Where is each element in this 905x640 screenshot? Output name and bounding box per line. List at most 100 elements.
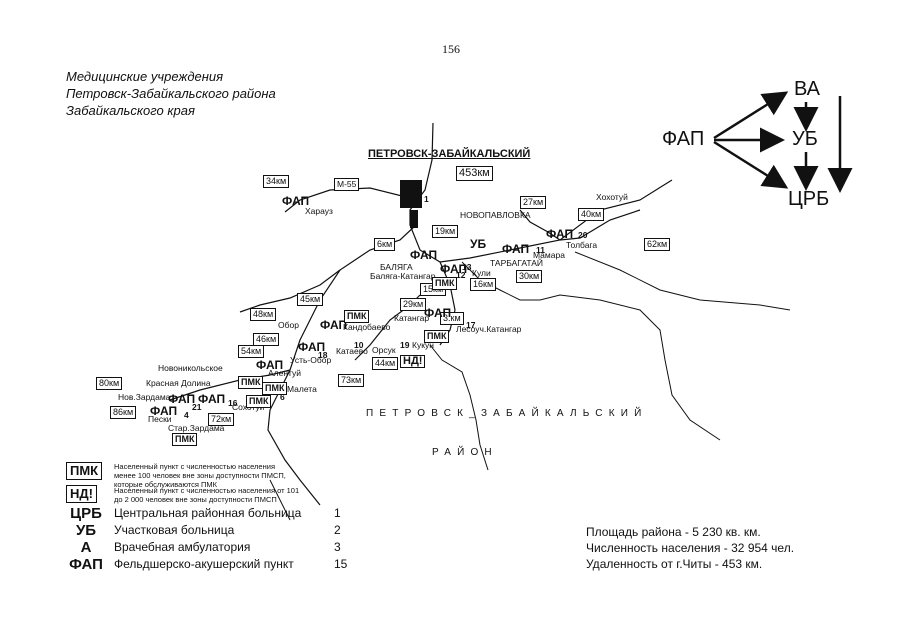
distance-box: 73км xyxy=(338,374,365,387)
fap-marker: ФАП xyxy=(502,242,530,256)
pmk-marker: ПМК xyxy=(424,330,450,343)
num-18: 18 xyxy=(318,350,328,360)
pmk-marker: ПМК xyxy=(262,382,288,395)
fap-marker: ФАП xyxy=(440,262,468,276)
settlement-label: БАЛЯГА xyxy=(380,262,413,272)
fap-marker: ФАП xyxy=(282,194,310,208)
district-stats: Площадь района - 5 230 кв. км. Численнос… xyxy=(586,524,794,572)
settlement-label: НОВОПАВЛОВКА xyxy=(460,210,531,220)
title-line-1: Медицинские учреждения xyxy=(66,69,224,84)
diagram-crb: ЦРБ xyxy=(788,188,830,210)
settlement-label: Хохотуй xyxy=(596,192,628,202)
fap-marker: ФАП xyxy=(410,248,438,262)
settlement-label: Кули xyxy=(472,268,491,278)
settlement-label: Харауз xyxy=(305,206,333,216)
fap-marker: ФАП xyxy=(424,306,452,320)
distance-box: 29км xyxy=(400,298,427,311)
settlement-label: Красная Долина xyxy=(146,378,211,388)
hierarchy-arrows xyxy=(713,91,853,193)
pmk-marker: ПМК xyxy=(246,395,272,408)
legend-count: 3 xyxy=(334,540,341,554)
stat-population: Численность населения - 32 954 чел. xyxy=(586,541,795,555)
settlement-label: Обор xyxy=(278,320,299,330)
legend-desc: Центральная районная больница xyxy=(114,506,302,520)
distance-box: 3.км xyxy=(440,312,464,325)
distance-box: 16км xyxy=(470,278,497,291)
settlement-label: Катаево xyxy=(336,346,368,356)
distance-box: 46км xyxy=(253,333,280,346)
diagram-fap: ФАП xyxy=(662,128,705,150)
legend-nd-box: НД! xyxy=(66,485,97,503)
settlement-label: Пески xyxy=(148,414,172,424)
region-name: ПЕТРОВСК_ЗАБАЙКАЛЬСКИЙ xyxy=(366,408,648,419)
legend-pmk-text: Населенный пункт с численностью населени… xyxy=(114,462,286,489)
region-word: РАЙОН xyxy=(432,447,498,458)
settlement-label: Мамара xyxy=(533,250,565,260)
num-16: 16 xyxy=(228,398,238,408)
distance-box: 27км xyxy=(520,196,547,209)
title-line-3: Забайкальского края xyxy=(66,103,195,118)
distance-box: 62км xyxy=(644,238,671,251)
stat-area: Площадь района - 5 230 кв. км. xyxy=(586,525,761,539)
fap-marker: ФАП xyxy=(198,392,226,406)
num-17: 17 xyxy=(466,320,476,330)
num-10: 10 xyxy=(354,340,364,350)
distance-box: 45км xyxy=(297,293,324,306)
settlement-label: Орсук xyxy=(372,345,396,355)
settlement-label: Лесоуч.Катангар xyxy=(456,324,522,334)
legend-count: 1 xyxy=(334,506,341,520)
settlement-label: Малета xyxy=(287,384,317,394)
distance-box: 48км xyxy=(250,308,277,321)
diagram-va: ВА xyxy=(794,78,821,100)
num-21: 21 xyxy=(192,402,202,412)
distance-box: 54км xyxy=(238,345,265,358)
distance-box: 34км xyxy=(263,175,290,188)
nd-marker: НД! xyxy=(400,355,426,368)
distance-box: 30км xyxy=(516,270,543,283)
settlement-label: Толбага xyxy=(566,240,598,250)
ub-marker: УБ xyxy=(470,237,487,251)
page-number: 156 xyxy=(442,42,460,56)
pmk-marker: ПМК xyxy=(344,310,370,323)
settlement-label: Кандобаево xyxy=(343,322,391,332)
settlement-label: ТАРБАГАТАЙ xyxy=(490,258,544,268)
legend-desc: Участковая больница xyxy=(114,523,235,537)
river xyxy=(269,251,791,521)
settlement-label: Стар.Зардама xyxy=(168,423,225,433)
num-19: 19 xyxy=(400,340,410,350)
settlement-label: Новоникольское xyxy=(158,363,223,373)
pmk-marker: ПМК xyxy=(238,376,264,389)
distance-box: 80км xyxy=(96,377,123,390)
road-label: М-55 xyxy=(334,178,360,191)
legend-pmk-box: ПМК xyxy=(66,462,103,480)
settlement-label: Усть-Обор xyxy=(290,355,332,365)
num-12: 12 xyxy=(456,270,466,280)
pmk-marker: ПМК xyxy=(432,277,458,290)
legend-abbr: ЦРБ xyxy=(70,505,102,522)
fap-marker: ФАП xyxy=(150,404,178,418)
city-name: ПЕТРОВСК-ЗАБАЙКАЛЬСКИЙ xyxy=(368,148,531,160)
legend-count: 15 xyxy=(334,557,348,571)
legend-abbr: УБ xyxy=(75,522,97,539)
num-20: 20 xyxy=(578,230,588,240)
legend-nd-text: Населенный пункт с численностью населени… xyxy=(114,486,300,504)
settlement-label: Нов.Зардама xyxy=(118,392,171,402)
legend-desc: Врачебная амбулатория xyxy=(114,540,251,554)
fap-marker: ФАП xyxy=(320,318,348,332)
settlement-label: Катангар xyxy=(394,313,430,323)
legend-count: 2 xyxy=(334,523,341,537)
settlement-label: Баляга-Катангар xyxy=(370,271,436,281)
num-1: 1 xyxy=(424,194,429,204)
distance-box: 40км xyxy=(578,208,605,221)
distance-box: 6км xyxy=(374,238,396,251)
distance-box: 86км xyxy=(110,406,137,419)
fap-marker: ФАП xyxy=(546,227,574,241)
fap-marker: ФАП xyxy=(256,358,284,372)
city-center-mark xyxy=(400,180,422,228)
settlement-label: Кукун xyxy=(412,340,434,350)
num-13: 13 xyxy=(462,262,472,272)
distance-box: 19км xyxy=(432,225,459,238)
num-4: 4 xyxy=(184,410,189,420)
stat-distance: Удаленность от г.Читы - 453 км. xyxy=(586,557,763,571)
